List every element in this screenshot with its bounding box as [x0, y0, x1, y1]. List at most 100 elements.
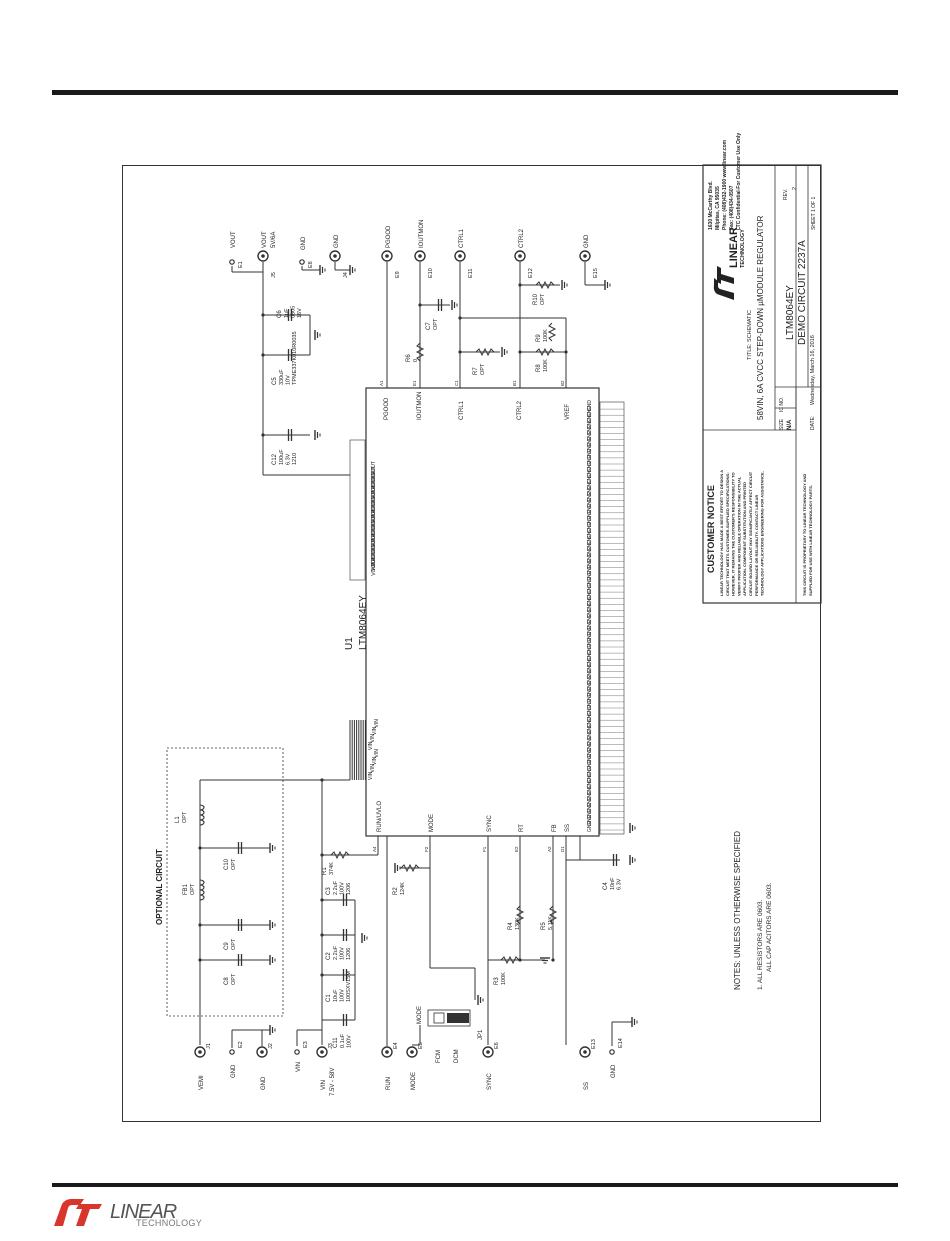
tb-prop-line: THIS CIRCUIT IS PROPRIETARY TO LINEAR TE…	[802, 474, 807, 596]
gnd-pin-name: GND	[587, 650, 593, 662]
component-ref-r10: R10	[533, 293, 539, 305]
c1-cap-icon	[342, 969, 348, 981]
gnd-pin-name: GND	[587, 406, 593, 418]
tb-rev-label: REV.	[783, 189, 789, 200]
footer-logo: LINEAR TECHNOLOGY	[52, 1196, 202, 1232]
component-ref-r9: R9	[536, 334, 542, 342]
ground-icon	[394, 863, 401, 873]
component-value: OPT	[480, 363, 486, 375]
connector-ref: J2	[268, 1043, 274, 1049]
component-ref-c6: C6	[277, 310, 283, 318]
connector-net-label: IOUTMON	[419, 220, 425, 248]
gnd-pin-name: GND	[587, 534, 593, 546]
gnd-pin-name: GND	[587, 485, 593, 497]
connector-j5	[257, 250, 269, 262]
tb-company-sub: TECHNOLOGY	[740, 229, 746, 268]
component-value: 1210	[292, 453, 298, 465]
component-ref-r7: R7	[473, 367, 479, 375]
u1-body	[365, 387, 600, 837]
notes-line: ALL CAP ACITORS ARE 0603.	[766, 882, 773, 972]
u1-pin-num: F2	[424, 846, 429, 852]
gnd-pin-name: GND	[587, 455, 593, 467]
gnd-pin-name: GND	[587, 790, 593, 802]
vin-pin-name: VIN	[372, 756, 378, 765]
connector-j4	[329, 250, 341, 262]
c6-cap-icon	[287, 309, 293, 321]
tb-address: Milpitas, CA 95035	[715, 186, 721, 230]
gnd-pin-name: GND	[587, 613, 593, 625]
gnd-pin-name: GND	[587, 522, 593, 534]
u1-pin-ctrl1: CTRL1	[459, 400, 465, 420]
tb-address: Phone: (408)432-1900 www.linear.com	[722, 139, 728, 230]
gnd-pin-name: GND	[587, 589, 593, 601]
gnd-pin-name: GND	[587, 583, 593, 595]
notes-heading: NOTES: UNLESS OTHERWISE SPECIFIED	[733, 831, 742, 990]
connector-net-label: GND	[231, 1064, 237, 1078]
tb-title-label: TITLE: SCHEMATIC	[747, 310, 753, 360]
connector-ref: E6	[494, 1042, 500, 1049]
gnd-pin-name: GND	[587, 674, 593, 686]
gnd-pin-name: GND	[587, 680, 593, 692]
r1-resistor-icon	[330, 850, 350, 860]
component-value: 100uF	[279, 449, 285, 465]
u1-pin-num: F1	[482, 846, 487, 852]
tb-size: N/A	[787, 419, 793, 430]
gnd-pin-name: GND	[587, 796, 593, 808]
gnd-pin-name: GND	[587, 430, 593, 442]
vout-pin-name: VOUT	[371, 533, 377, 547]
component-value: 100K	[543, 359, 549, 372]
l1-inductor-icon	[199, 804, 205, 826]
component-value: 16V	[297, 308, 303, 318]
gnd-pin-name: GND	[587, 625, 593, 637]
c12-cap-icon	[287, 429, 293, 441]
c10-cap-icon	[237, 842, 243, 854]
connector-net-label: VIN	[321, 1080, 327, 1090]
gnd-pin-name: GND	[587, 558, 593, 570]
connector-net-label: MODE	[411, 1072, 417, 1090]
tb-size-label: SIZE	[779, 418, 785, 430]
connector-net-label: CTRL1	[459, 228, 465, 248]
vin-pin-name: VIN	[368, 741, 374, 750]
connector-e4	[381, 1046, 393, 1058]
component-ref-c8: C8	[224, 977, 230, 985]
connector-net-label: VIN	[296, 1062, 302, 1072]
gnd-pin-name: GND	[587, 552, 593, 564]
junction-dot	[418, 303, 422, 307]
junction-dot	[261, 313, 265, 317]
vout-pin-name: VOUT	[371, 485, 377, 499]
gnd-pin-name: GND	[587, 766, 593, 778]
component-value: TPME337K010R0035	[292, 331, 298, 385]
connector-e6	[482, 1046, 494, 1058]
component-ref-c4: C4	[603, 882, 609, 890]
connector-net-label: GND	[584, 234, 590, 248]
vout-pin-name: VOUT	[371, 528, 377, 542]
tb-notice-line: PERFORMANCE OR RELIABILITY. CONTACT LINE…	[754, 495, 759, 596]
component-ref-c1: C1	[326, 994, 332, 1002]
component-ref-r3: R3	[494, 977, 500, 985]
connector-net-label: SYNC	[487, 1073, 493, 1090]
gnd-pin-name: GND	[587, 686, 593, 698]
junction-dot	[320, 933, 324, 937]
junction-dot	[458, 316, 462, 320]
gnd-pin-name: GND	[587, 753, 593, 765]
u1-pin-ioutmon: IOUTMON	[417, 392, 423, 420]
gnd-pin-name: GND	[587, 540, 593, 552]
ground-icon	[629, 855, 636, 865]
brand-name: LINEAR	[110, 1201, 177, 1223]
vin-pin-name: VIN	[374, 719, 380, 728]
gnd-pin-name: GND	[587, 821, 593, 833]
vout-pin-name: VOUT	[371, 548, 377, 562]
ground-icon	[361, 933, 368, 943]
component-value: OPT	[540, 293, 546, 305]
connector-ref: E3	[303, 1041, 309, 1048]
tb-demo: DEMO CIRCUIT 2237A	[797, 240, 808, 345]
u1-ref: U1	[344, 637, 355, 650]
gnd-pin-name: GND	[587, 497, 593, 509]
junction-dot	[320, 973, 324, 977]
vout-pin-name: VOUT	[371, 562, 377, 576]
connector-net-label: PGOOD	[386, 225, 392, 248]
c2-cap-icon	[342, 929, 348, 941]
tb-rev: 2	[792, 187, 798, 190]
optional-circuit-box	[166, 747, 284, 1017]
